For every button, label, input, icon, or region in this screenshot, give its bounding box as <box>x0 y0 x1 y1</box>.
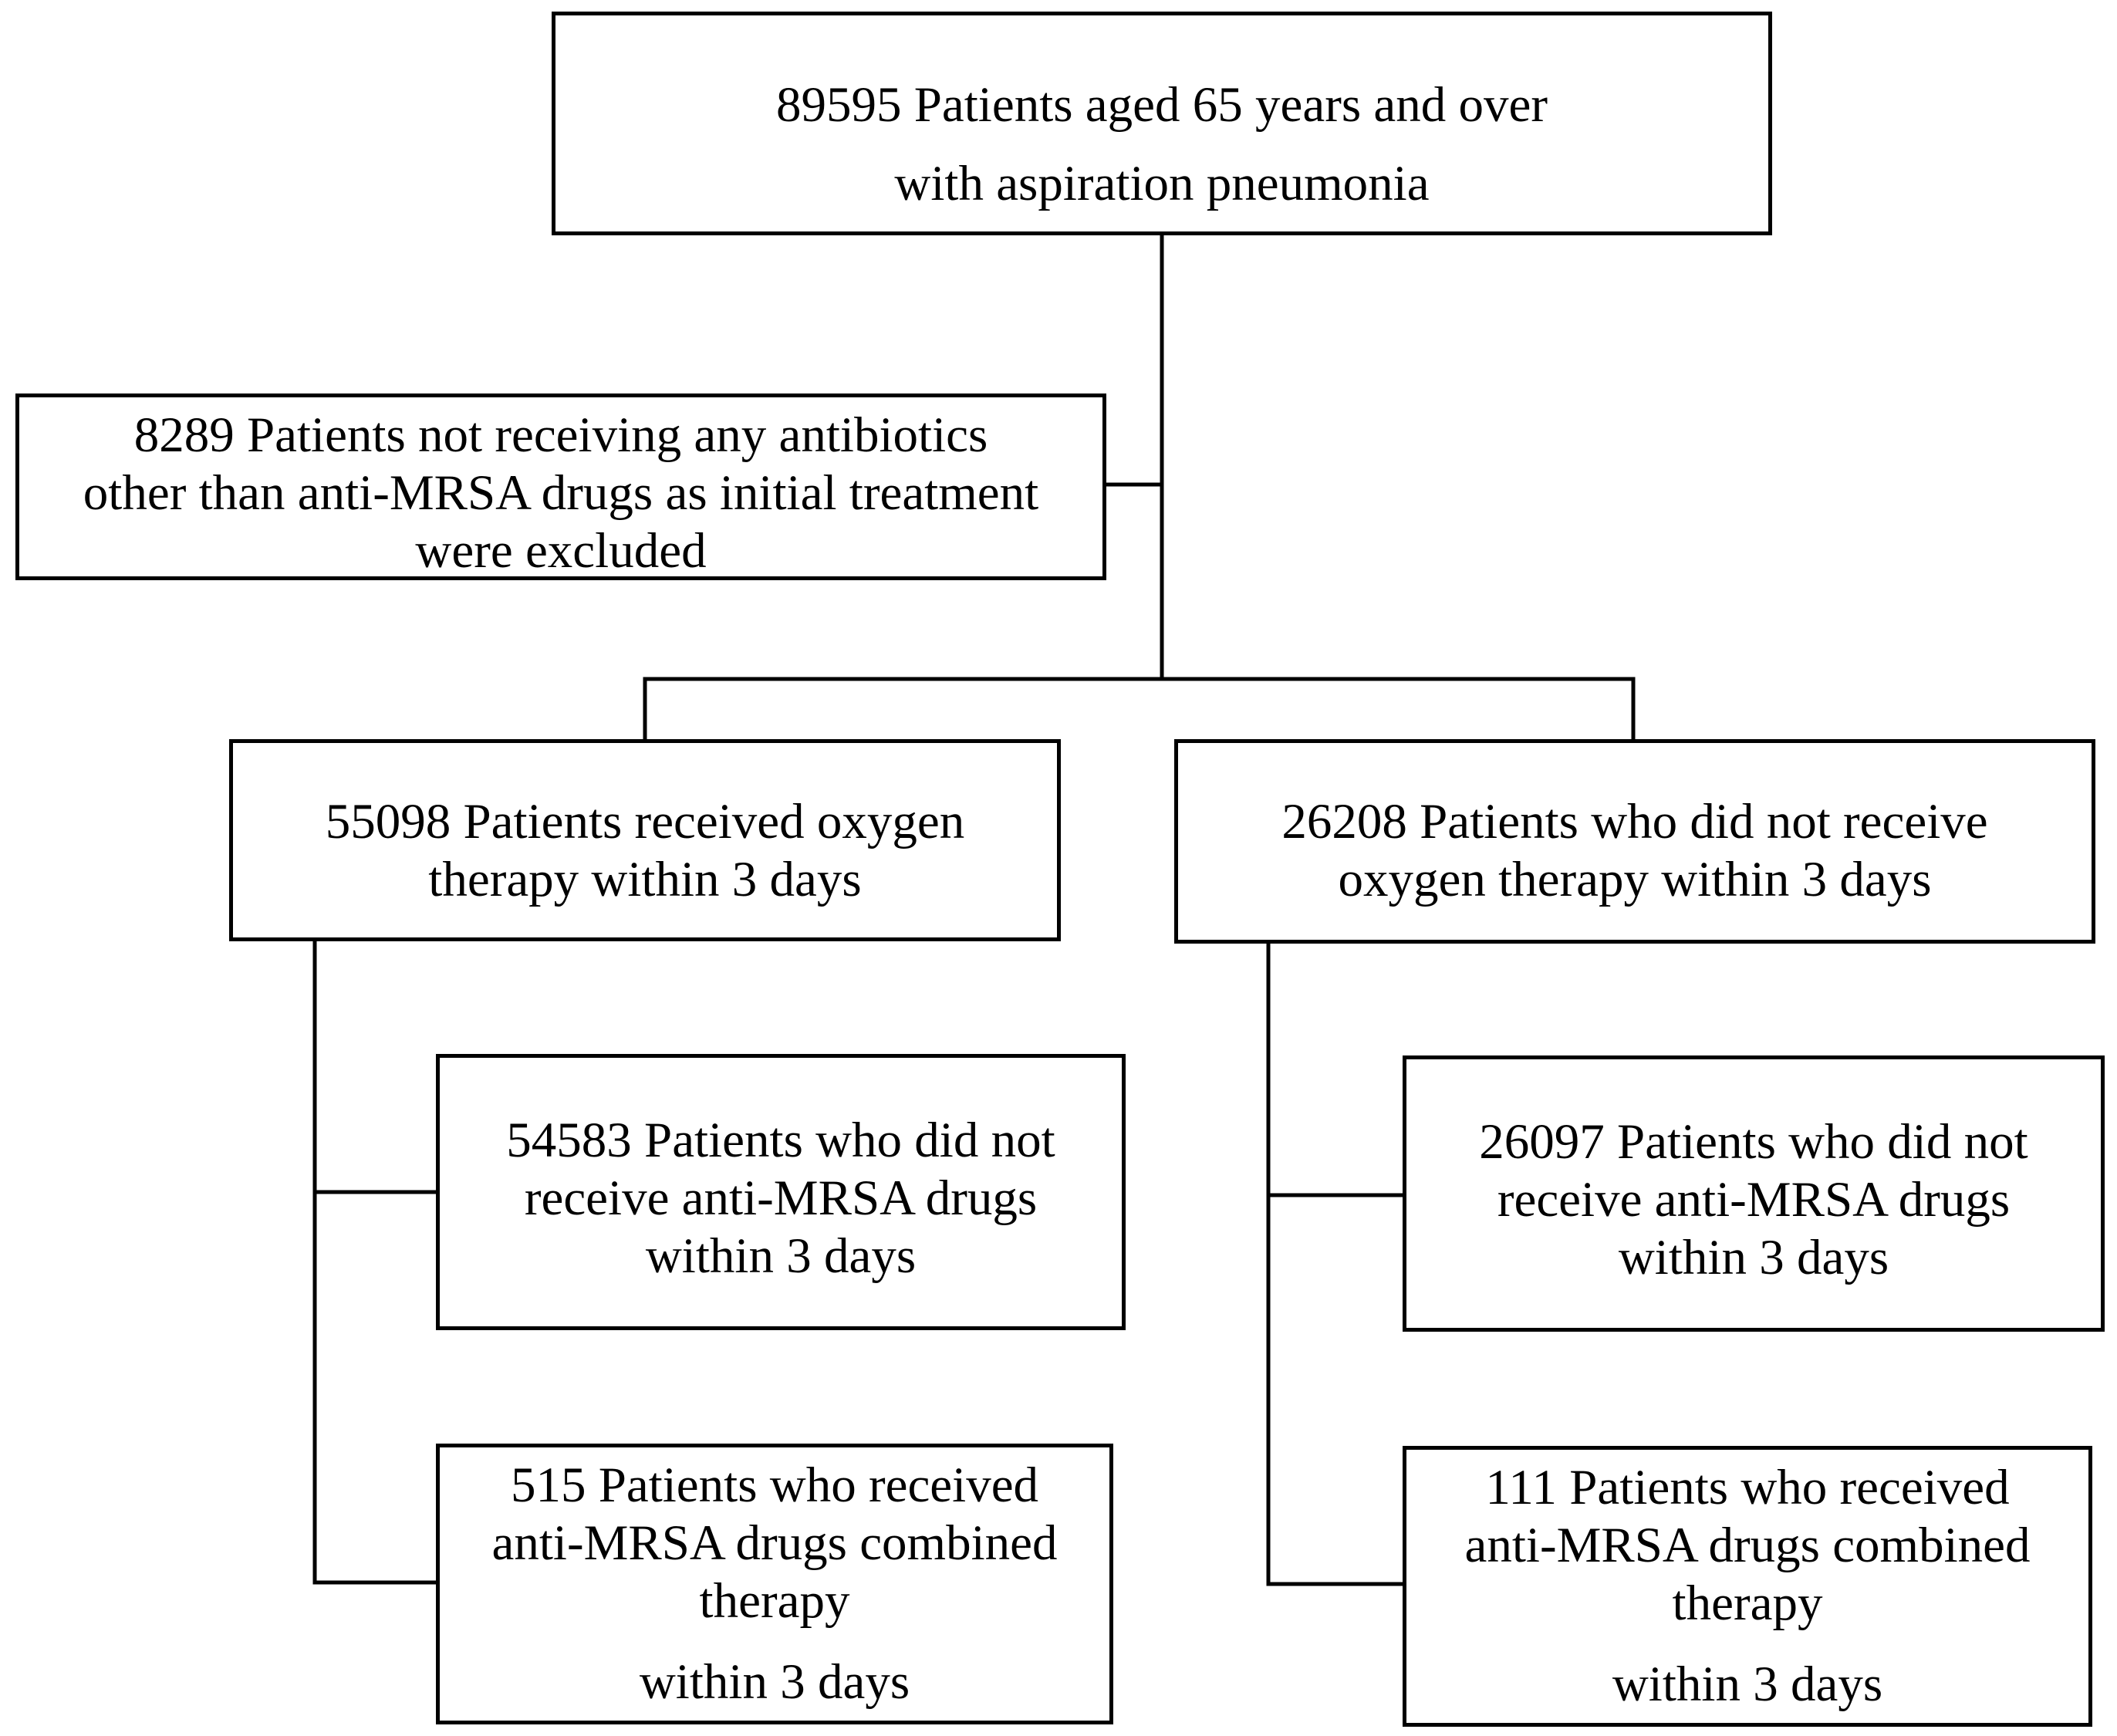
box-no-oxygen-anti-mrsa-line-2: anti-MRSA drugs combined <box>1464 1518 2031 1573</box>
box-oxygen-anti-mrsa-line-1: 515 Patients who received <box>510 1457 1039 1513</box>
box-no-oxygen-no-anti-mrsa-line-3: within 3 days <box>1618 1230 1889 1285</box>
box-no-oxygen-no-anti-mrsa: 26097 Patients who did not receive anti-… <box>1403 1055 2105 1332</box>
box-no-oxygen-no-anti-mrsa-line-2: receive anti-MRSA drugs <box>1497 1172 2011 1228</box>
box-no-oxygen-therapy-line-1: 26208 Patients who did not receive <box>1281 794 1988 849</box>
box-all-patients-line-2: with aspiration pneumonia <box>894 156 1430 211</box>
box-excluded-line-3: were excluded <box>415 523 707 579</box>
box-oxygen-therapy: 55098 Patients received oxygen therapy w… <box>229 739 1061 941</box>
box-oxygen-anti-mrsa-line-4: within 3 days <box>639 1654 910 1710</box>
box-oxygen-therapy-line-2: therapy within 3 days <box>428 852 862 907</box>
box-oxygen-anti-mrsa-line-3: therapy <box>699 1573 850 1629</box>
box-no-oxygen-no-anti-mrsa-line-1: 26097 Patients who did not <box>1479 1114 2028 1170</box>
box-oxygen-no-anti-mrsa-line-3: within 3 days <box>645 1228 917 1284</box>
box-oxygen-no-anti-mrsa: 54583 Patients who did not receive anti-… <box>436 1054 1126 1330</box>
box-all-patients-line-1: 89595 Patients aged 65 years and over <box>775 77 1548 133</box>
box-oxygen-anti-mrsa-line-2: anti-MRSA drugs combined <box>491 1515 1058 1571</box>
box-oxygen-anti-mrsa: 515 Patients who received anti-MRSA drug… <box>436 1444 1113 1724</box>
box-no-oxygen-therapy: 26208 Patients who did not receive oxyge… <box>1174 739 2095 944</box>
box-oxygen-no-anti-mrsa-line-1: 54583 Patients who did not <box>506 1113 1055 1168</box>
box-no-oxygen-therapy-line-2: oxygen therapy within 3 days <box>1338 852 1932 907</box>
box-no-oxygen-anti-mrsa: 111 Patients who received anti-MRSA drug… <box>1403 1446 2092 1727</box>
box-no-oxygen-anti-mrsa-line-4: within 3 days <box>1612 1657 1883 1712</box>
box-excluded: 8289 Patients not receiving any antibiot… <box>15 393 1106 580</box>
box-no-oxygen-anti-mrsa-line-3: therapy <box>1672 1576 1823 1631</box>
box-oxygen-therapy-line-1: 55098 Patients received oxygen <box>325 794 965 849</box>
box-all-patients: 89595 Patients aged 65 years and over wi… <box>552 12 1772 235</box>
box-excluded-line-2: other than anti-MRSA drugs as initial tr… <box>83 465 1039 521</box>
box-excluded-line-1: 8289 Patients not receiving any antibiot… <box>133 407 988 463</box>
box-oxygen-no-anti-mrsa-line-2: receive anti-MRSA drugs <box>524 1170 1038 1226</box>
box-no-oxygen-anti-mrsa-line-1: 111 Patients who received <box>1485 1460 2010 1515</box>
